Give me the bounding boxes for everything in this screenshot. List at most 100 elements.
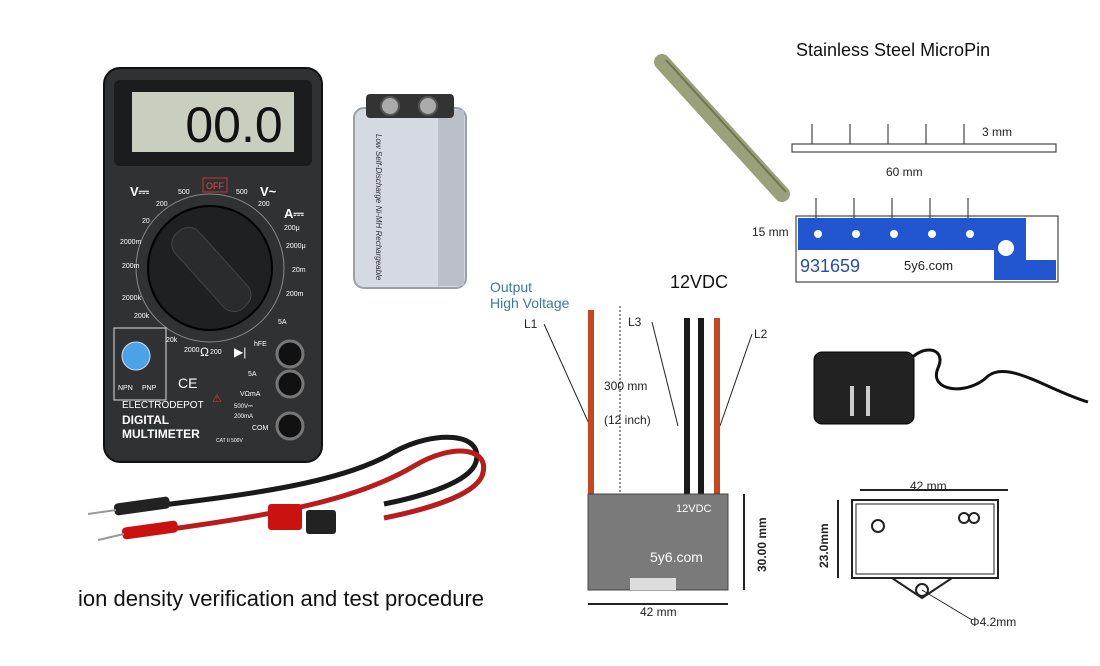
outline-drawing: 42 mm Φ4.2mm 23.0mm (817, 479, 1016, 629)
battery: Low Self-Discharge Ni-MH Rechargeable (353, 94, 467, 289)
power-adapter (813, 348, 1089, 425)
battery-label: Low Self-Discharge Ni-MH Rechargeable (374, 134, 383, 281)
model-label-2: MULTIMETER (122, 427, 200, 441)
warning-icon: ⚠ (212, 393, 222, 405)
part-number: 931659 (800, 256, 860, 276)
brand-label: ELECTRODEPOT (122, 400, 204, 411)
test-leads (87, 434, 487, 541)
wire-length: 300 mm (604, 379, 647, 393)
outline-tab (891, 577, 953, 600)
l2-label: L2 (754, 327, 768, 341)
npn-label: NPN (118, 385, 133, 392)
v-dc-label: V⎓ (130, 184, 150, 199)
pin-hole-3 (890, 230, 898, 238)
range-200-right: 200 (258, 201, 270, 208)
range-2000u-right: 2000μ (286, 243, 306, 250)
module-box (587, 493, 729, 591)
module-connector (630, 578, 676, 590)
dial-ring (135, 193, 285, 343)
port-5a-label: 5A (248, 371, 257, 378)
micropin-diagram: 3 mm 60 mm 15 mm 931659 5y6.com (752, 124, 1059, 283)
off-badge (202, 177, 228, 193)
outline-hole-leader (921, 589, 973, 621)
pin-strip-front (798, 218, 1056, 280)
caption: ion density verification and test proced… (78, 586, 485, 611)
pin-strip-side (791, 143, 1057, 153)
dial-pointer (171, 226, 252, 313)
off-label: OFF (206, 181, 224, 191)
micropin-strip (654, 54, 790, 202)
probe-tip-black (87, 509, 117, 515)
v-ac-label: V~ (260, 184, 277, 199)
range-200m-right: 200m (286, 291, 304, 298)
range-2000-left: 2000 (184, 347, 200, 354)
outline-box (851, 499, 999, 579)
dim-length: 60 mm (886, 165, 923, 179)
module-dim-width: 42 mm (640, 605, 677, 619)
port-5a[interactable] (275, 339, 305, 369)
a-dc-label: A⎓ (284, 206, 304, 221)
wire-red (714, 318, 720, 494)
outline-box-inner (855, 503, 995, 575)
range-200u-right: 200μ (284, 225, 300, 232)
range-20-left: 20 (142, 218, 150, 225)
plug-black[interactable] (306, 510, 336, 534)
diode-icon: ▶| (234, 345, 246, 359)
pin-hole-large (998, 240, 1014, 256)
wire-l3 (684, 318, 690, 494)
l3-leader (651, 321, 679, 427)
l1-label: L1 (524, 317, 538, 331)
micropin-title: Stainless Steel MicroPin (796, 40, 991, 60)
outline-hole-right-1 (958, 512, 970, 524)
port-com[interactable] (275, 411, 305, 441)
hfe-socket[interactable] (121, 341, 151, 371)
battery-top (366, 94, 454, 118)
ohm-range: 200 (210, 349, 222, 356)
outline-dim-width: 42 mm (910, 479, 947, 493)
range-5a-right: 5A (278, 319, 287, 326)
wire-output (588, 310, 594, 494)
range-2000k-left: 2000k (122, 295, 142, 302)
range-200k-left: 200k (134, 313, 150, 320)
battery-terminal-pos (380, 96, 400, 116)
hfe-label: hFE (254, 341, 267, 348)
outline-hole-right-2 (968, 512, 980, 524)
port-200ma-label: 200mA (234, 414, 253, 420)
range-500-right: 500 (236, 189, 248, 196)
pin-hole-4 (928, 230, 936, 238)
port-com-label: COM (252, 425, 269, 432)
range-500-left: 500 (178, 189, 190, 196)
wire-black (698, 318, 704, 494)
micropin-strip-edge (665, 59, 787, 193)
outline-hole-left (871, 519, 885, 533)
dim-pitch: 3 mm (982, 125, 1012, 139)
probe-black[interactable] (113, 496, 171, 516)
probe-red[interactable] (121, 520, 179, 540)
dim-height: 15 mm (752, 225, 789, 239)
plug-red[interactable] (268, 504, 302, 530)
hfe-socket-frame (113, 327, 167, 401)
pnp-label: PNP (142, 385, 157, 392)
hv-module: Output High Voltage L1 L2 L3 300 mm (12 … (490, 279, 769, 619)
adapter-cable (902, 348, 1089, 404)
pin-strip-front-frame (795, 215, 1059, 283)
module-box-label: 12VDC (676, 503, 712, 515)
l2-leader (719, 333, 753, 427)
outline-dim-height: 23.0mm (817, 523, 831, 568)
pin-hole-2 (852, 230, 860, 238)
multimeter-lcd (132, 92, 294, 152)
ohm-symbol: Ω (200, 345, 209, 359)
outline-tab-hole (915, 583, 929, 597)
micropin-photo (654, 54, 790, 202)
range-20m-right: 20m (292, 267, 306, 274)
l3-label: L3 (628, 315, 642, 329)
port-500v-label: 500V⎓ (234, 404, 253, 410)
battery-terminal-neg (418, 96, 438, 116)
output-label-1: Output (490, 279, 532, 295)
module-box-site: 5y6.com (650, 549, 703, 565)
port-vohm[interactable] (275, 369, 305, 399)
adapter-body (813, 351, 915, 425)
cat-label: CAT II 500V (216, 438, 243, 444)
pin-hole-5 (966, 230, 974, 238)
output-label-2: High Voltage (490, 295, 570, 311)
